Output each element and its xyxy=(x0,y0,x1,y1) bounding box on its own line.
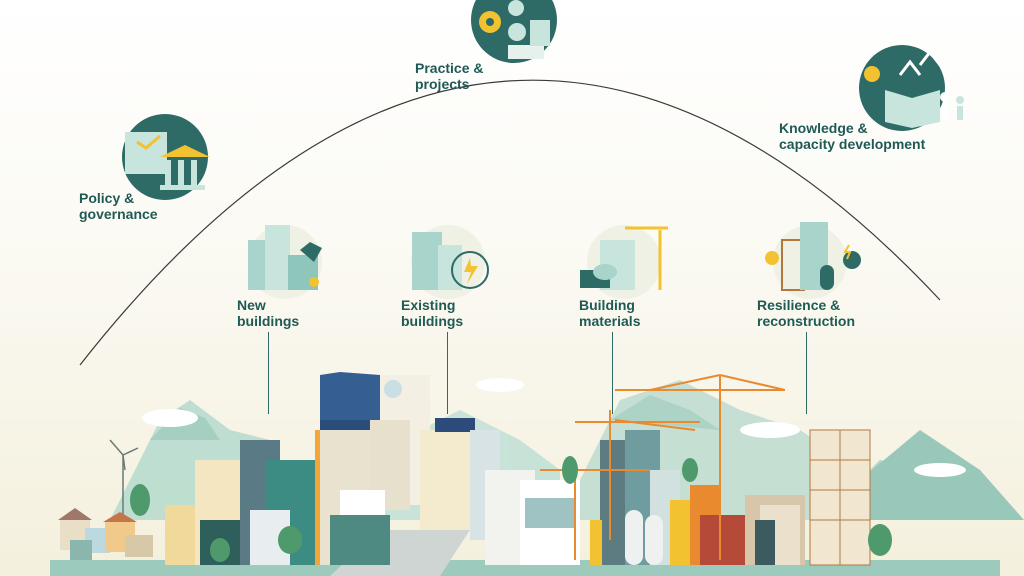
resilience-connector xyxy=(806,332,807,414)
building-materials-label: Building materials xyxy=(579,297,640,329)
new-buildings-line1: New xyxy=(237,297,266,313)
building-materials-icon xyxy=(580,225,668,299)
existing-buildings-label: Existing buildings xyxy=(401,297,463,329)
existing-buildings-line2: buildings xyxy=(401,313,464,329)
policy-line2: governance xyxy=(79,206,158,222)
practice-line2: projects xyxy=(415,76,470,92)
knowledge-line2: capacity development xyxy=(779,136,926,152)
existing-buildings-icon xyxy=(411,225,489,299)
policy-governance-label: Policy & governance xyxy=(79,190,158,222)
resilience-reconstruction-icon xyxy=(765,222,861,299)
existing-buildings-connector xyxy=(447,332,448,414)
construction-cranes xyxy=(540,374,786,560)
building-materials-district xyxy=(485,430,750,565)
practice-projects-label: Practice & projects xyxy=(415,60,483,92)
clouds xyxy=(142,378,966,477)
resilience-line2: reconstruction xyxy=(757,313,856,329)
trees xyxy=(130,456,892,562)
knowledge-line1: Knowledge & xyxy=(779,120,868,136)
resilience-line1: Resilience & xyxy=(757,297,841,313)
resilience-district xyxy=(745,429,871,566)
building-materials-line2: materials xyxy=(579,313,641,329)
practice-projects-icon xyxy=(471,0,557,63)
wind-turbine-icon xyxy=(109,439,139,520)
existing-buildings-district xyxy=(330,375,500,565)
existing-buildings-line1: Existing xyxy=(401,297,456,313)
resilience-reconstruction-label: Resilience & reconstruction xyxy=(757,297,855,329)
knowledge-capacity-label: Knowledge & capacity development xyxy=(779,120,925,152)
policy-line1: Policy & xyxy=(79,190,135,206)
building-materials-connector xyxy=(612,332,613,414)
new-buildings-label: New buildings xyxy=(237,297,299,329)
new-buildings-icon xyxy=(248,225,322,299)
new-buildings-connector xyxy=(268,332,269,414)
knowledge-capacity-icon xyxy=(859,45,964,131)
building-materials-line1: Building xyxy=(579,297,635,313)
arch-line xyxy=(79,79,941,366)
informal-housing xyxy=(58,508,153,560)
new-buildings-line2: buildings xyxy=(237,313,300,329)
policy-governance-icon xyxy=(122,114,210,200)
practice-line1: Practice & xyxy=(415,60,484,76)
